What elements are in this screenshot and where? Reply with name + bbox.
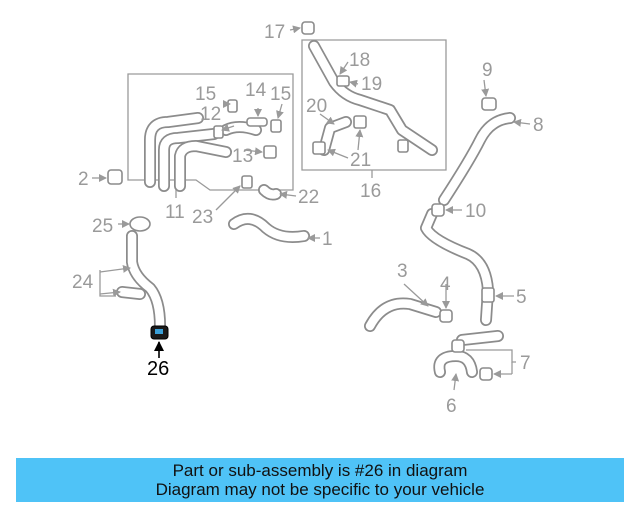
callout-labels: 1 2 3 4 5 6 7 8 9 10 11 12 13 14 15 15 1… [72, 22, 544, 417]
callout-25: 25 [92, 216, 113, 237]
callout-20: 20 [306, 96, 327, 117]
callout-16: 16 [360, 181, 381, 202]
callout-15: 15 [195, 84, 216, 105]
callout-23: 23 [192, 207, 213, 228]
hose-part-6 [433, 330, 504, 381]
callout-22: 22 [298, 187, 319, 208]
hose-part-8 [438, 97, 516, 206]
callout-8: 8 [533, 115, 544, 136]
cap-part-25 [129, 216, 151, 232]
banner-line-1: Part or sub-assembly is #26 in diagram [172, 461, 468, 480]
callout-7: 7 [520, 353, 531, 374]
hose-part-22 [241, 175, 282, 201]
group-box-11 [127, 73, 294, 191]
callout-2: 2 [78, 169, 89, 190]
parts-diagram: 1 2 3 4 5 6 7 8 9 10 11 12 13 14 15 15 1… [72, 21, 544, 417]
banner-line-2: Diagram may not be specific to your vehi… [155, 480, 485, 499]
hose-part-24 [116, 230, 166, 332]
callout-10: 10 [465, 201, 486, 222]
hose-assembly-16 [308, 40, 438, 156]
leader-lines [92, 25, 531, 391]
callout-4: 4 [440, 274, 451, 295]
hose-part-3 [364, 297, 453, 332]
pipe-part-5 [420, 203, 495, 326]
hose-assembly-11 [144, 99, 282, 192]
callout-14: 14 [245, 80, 267, 101]
callout-9: 9 [482, 60, 493, 81]
callout-19: 19 [361, 74, 382, 95]
callout-17: 17 [264, 22, 285, 43]
callout-24: 24 [72, 272, 94, 293]
callout-12: 12 [200, 104, 221, 125]
callout-3: 3 [397, 261, 408, 282]
callout-11: 11 [165, 202, 185, 223]
callout-1: 1 [322, 229, 333, 250]
part-26-clamp [150, 325, 169, 340]
callout-13: 13 [232, 146, 253, 167]
callout-26: 26 [147, 358, 169, 380]
callout-6: 6 [446, 396, 457, 417]
callout-15b: 15 [270, 84, 291, 105]
clamp-part-2 [107, 169, 123, 185]
clip-part-17 [301, 21, 315, 35]
callout-5: 5 [516, 287, 527, 308]
hose-part-1 [228, 212, 310, 243]
info-banner: Part or sub-assembly is #26 in diagram D… [16, 458, 624, 502]
callout-21: 21 [350, 150, 371, 171]
callout-18: 18 [349, 50, 370, 71]
group-box-16 [301, 39, 447, 171]
